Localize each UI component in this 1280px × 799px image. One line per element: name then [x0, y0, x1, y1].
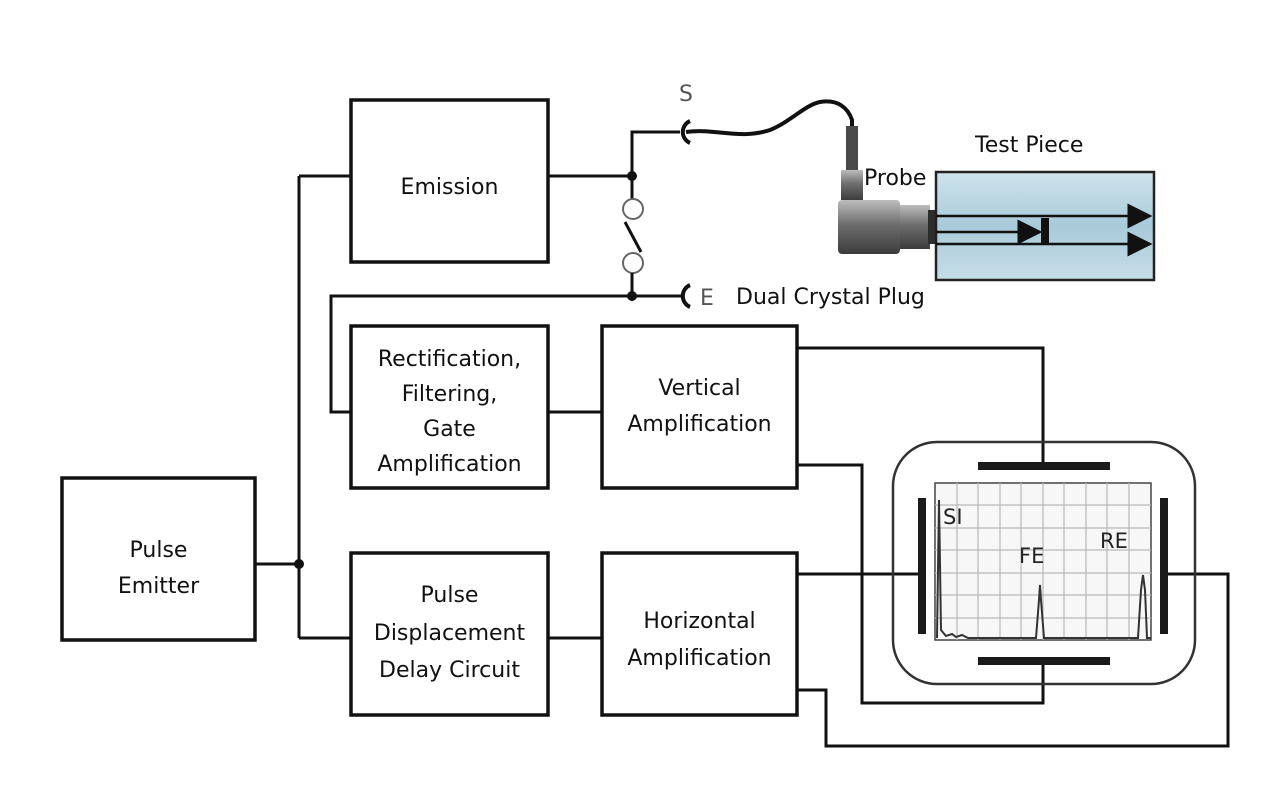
- oscilloscope-grid: [935, 483, 1151, 640]
- wire-vertical-top-plate: [797, 346, 1045, 466]
- flaw-marker: [1041, 218, 1049, 244]
- e-plug: E: [680, 283, 714, 311]
- e-plug-label: E: [700, 286, 714, 311]
- switch-contact-bottom: [622, 252, 644, 274]
- s-plug: S: [679, 82, 693, 145]
- oscilloscope-re-label: RE: [1100, 529, 1128, 553]
- block-rectification-line3: Gate: [423, 417, 476, 442]
- block-horizontal-line1: Horizontal: [643, 609, 755, 634]
- block-horizontal-amplification: Horizontal Amplification: [600, 551, 799, 717]
- bottom-deflection-plate: [978, 657, 1110, 665]
- oscilloscope-fe-label: FE: [1019, 544, 1044, 568]
- block-vertical-amplification: Vertical Amplification: [600, 324, 799, 490]
- s-plug-label: S: [679, 82, 693, 107]
- switch-blade: [623, 221, 643, 253]
- wires: [255, 130, 1230, 748]
- oscilloscope-trace: [936, 499, 1151, 639]
- block-pulse-delay-line3: Delay Circuit: [379, 658, 520, 683]
- block-pulse-emitter-line1: Pulse: [130, 538, 188, 563]
- switch-contact-top: [622, 198, 644, 220]
- block-rectification-line4: Amplification: [377, 452, 521, 477]
- block-pulse-delay: Pulse Displacement Delay Circuit: [349, 551, 550, 717]
- block-rectification-line2: Filtering,: [402, 382, 498, 407]
- probe: [838, 126, 936, 254]
- block-horizontal-line2: Amplification: [627, 646, 771, 671]
- block-pulse-emitter: Pulse Emitter: [60, 476, 257, 642]
- block-pulse-delay-line1: Pulse: [421, 583, 479, 608]
- probe-cable: [685, 99, 854, 137]
- block-pulse-emitter-line2: Emitter: [118, 574, 200, 599]
- block-vertical-line1: Vertical: [658, 376, 740, 401]
- oscilloscope-si-label: SI: [943, 505, 963, 529]
- block-rectification-line1: Rectification,: [378, 347, 521, 372]
- test-piece: [934, 170, 1156, 282]
- dual-crystal-plug-label: Dual Crystal Plug: [736, 285, 925, 310]
- block-rectification: Rectification, Filtering, Gate Amplifica…: [349, 324, 550, 490]
- wire-horizontal-right-plate: [797, 572, 1230, 748]
- top-deflection-plate: [978, 462, 1110, 470]
- wire-e-rectification: [329, 294, 682, 414]
- block-emission: Emission: [349, 98, 550, 264]
- test-piece-label: Test Piece: [974, 133, 1083, 158]
- block-emission-label: Emission: [401, 175, 499, 200]
- right-deflection-plate: [1160, 498, 1168, 634]
- left-deflection-plate: [918, 498, 926, 634]
- wire-switch-s: [630, 130, 680, 176]
- block-pulse-delay-line2: Displacement: [374, 621, 526, 646]
- oscilloscope-housing: [891, 440, 1197, 686]
- oscilloscope: SI FE RE: [891, 440, 1197, 686]
- wire-vertical-bottom-plate: [797, 463, 1045, 705]
- probe-label: Probe: [864, 166, 926, 191]
- junction-dot: [294, 559, 304, 569]
- block-vertical-line2: Amplification: [627, 412, 771, 437]
